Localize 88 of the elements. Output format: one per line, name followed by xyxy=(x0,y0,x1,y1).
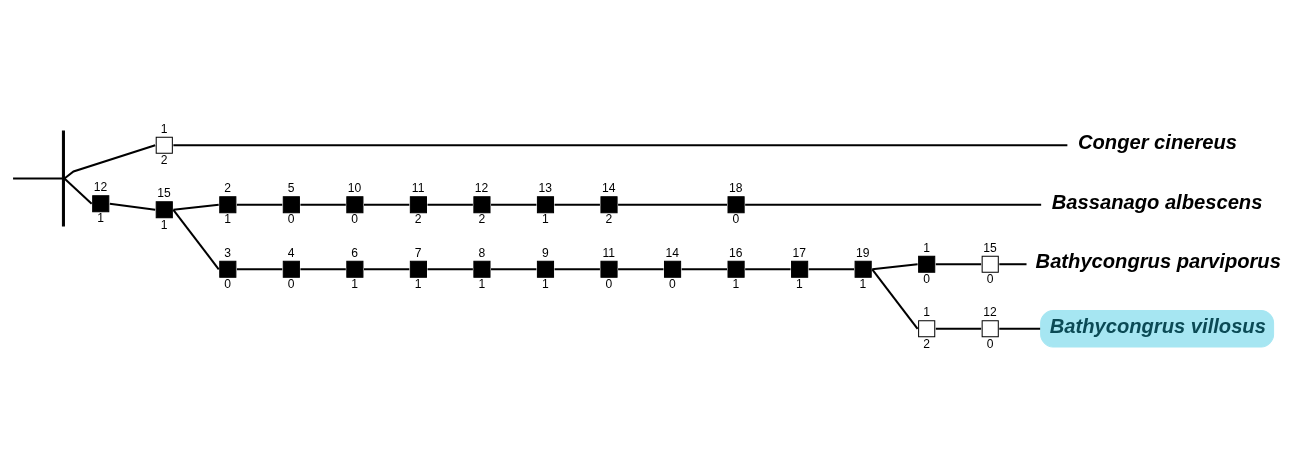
node-label: 1 xyxy=(351,276,359,291)
node-label: 11 xyxy=(411,180,425,195)
node-label: 2 xyxy=(414,211,422,226)
node-label: 18 xyxy=(729,180,743,195)
node-label: 11 xyxy=(602,245,616,260)
node-label: 15 xyxy=(983,240,997,255)
connector xyxy=(109,202,156,211)
connector xyxy=(236,203,283,206)
node-label: 0 xyxy=(732,211,740,226)
node-text: Conger cinereus xyxy=(1077,130,1238,153)
connector xyxy=(13,177,63,179)
node-label: 2 xyxy=(923,336,930,351)
node-label: 5 xyxy=(287,180,295,195)
node-box: Bathycongrus villosus xyxy=(1040,309,1275,347)
node-label: 3 xyxy=(224,245,232,260)
connector xyxy=(300,267,346,270)
node-label: 8 xyxy=(478,245,486,260)
node-label: 1 xyxy=(541,211,549,226)
connector xyxy=(681,267,727,270)
connector xyxy=(745,267,791,270)
connector xyxy=(871,268,919,329)
node-label: 2 xyxy=(605,211,613,226)
node-label: 0 xyxy=(605,276,613,291)
node-label: 0 xyxy=(669,276,676,291)
connector xyxy=(745,203,1042,206)
node-label: 0 xyxy=(287,211,295,226)
node-label: 9 xyxy=(541,245,549,260)
connector xyxy=(236,267,283,270)
connector xyxy=(935,262,982,265)
node-text: Bathycongrus parviporus xyxy=(1035,249,1281,272)
node-label: 0 xyxy=(287,276,295,291)
node-label: 1 xyxy=(732,276,740,291)
node-label: 0 xyxy=(986,271,994,286)
connector xyxy=(999,262,1027,265)
node-label: 15 xyxy=(157,185,171,200)
node-label: 19 xyxy=(856,245,870,260)
connector xyxy=(999,327,1041,330)
node-label: 1 xyxy=(796,276,803,291)
connector xyxy=(172,208,220,270)
connector xyxy=(173,143,1068,146)
connector xyxy=(491,267,537,270)
node-label: 2 xyxy=(160,152,168,167)
connector xyxy=(491,203,537,206)
node-label: 0 xyxy=(224,276,232,291)
connector xyxy=(935,327,982,330)
node-label: 7 xyxy=(414,245,422,260)
connector xyxy=(427,267,473,270)
node-label: 1 xyxy=(160,217,168,232)
connector xyxy=(363,203,410,206)
node-label: 1 xyxy=(923,240,930,255)
node-label: 1 xyxy=(859,276,867,291)
connector xyxy=(554,267,600,270)
node-label: 1 xyxy=(541,276,549,291)
node-label: 1 xyxy=(478,276,486,291)
node-label: 0 xyxy=(986,336,994,351)
connector xyxy=(63,177,93,204)
node-label: 10 xyxy=(347,180,362,195)
connector xyxy=(618,203,727,206)
connector xyxy=(300,203,346,206)
node-label: 16 xyxy=(729,245,743,260)
node-label: 1 xyxy=(97,210,104,225)
connector xyxy=(618,267,664,270)
connector xyxy=(63,143,156,179)
node-text: Bassanago albescens xyxy=(1051,190,1263,213)
connector xyxy=(363,267,410,270)
node-label: 2 xyxy=(224,180,232,195)
node-label: 2 xyxy=(478,211,486,226)
node-label: 17 xyxy=(792,245,807,260)
node-label: 13 xyxy=(538,180,552,195)
connector xyxy=(173,203,219,211)
node-label: 0 xyxy=(351,211,359,226)
node-label: 14 xyxy=(665,245,679,260)
connector xyxy=(872,262,918,270)
node-bar xyxy=(61,130,65,226)
node-label: 12 xyxy=(983,304,997,319)
connector xyxy=(554,203,600,206)
node-label: 4 xyxy=(287,245,295,260)
node-label: 1 xyxy=(224,211,232,226)
connector xyxy=(427,203,473,206)
node-label: 1 xyxy=(160,121,168,136)
node-label: 12 xyxy=(93,179,108,194)
node-label: 0 xyxy=(923,271,930,286)
connector xyxy=(808,267,855,270)
node-label: 6 xyxy=(351,245,359,260)
node-label: 1 xyxy=(923,304,930,319)
node-label: 1 xyxy=(414,276,422,291)
node-label: 14 xyxy=(601,180,616,195)
node-label: 12 xyxy=(474,180,489,195)
